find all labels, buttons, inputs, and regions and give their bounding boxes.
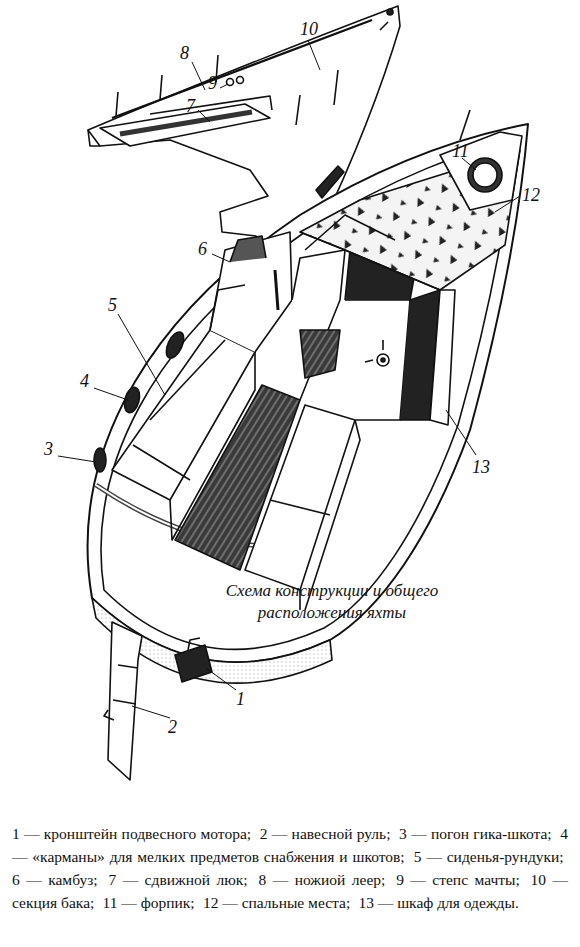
callout-number: 3 [44, 440, 53, 458]
callout-number: 9 [208, 74, 217, 92]
callout-number: 1 [236, 690, 245, 708]
callout-number: 8 [180, 44, 189, 62]
key-item: 2 — навесной руль; [260, 825, 391, 842]
key-item: 7 — сдвижной люк; [108, 871, 247, 888]
callout-number: 7 [186, 97, 195, 115]
callout-number: 11 [452, 142, 469, 160]
callout-number: 2 [168, 718, 177, 736]
key-item: 6 — камбуз; [12, 871, 98, 888]
key-item: 12 — спальные места; [203, 894, 350, 911]
callout-number: 5 [108, 296, 117, 314]
key-item: 11 — форпик; [103, 894, 195, 911]
key-item: 8 — ножиой леер; [258, 871, 385, 888]
key-item: 13 — шкаф для одежды. [358, 894, 518, 911]
key-item: 3 — погон гика-шкота; [399, 825, 552, 842]
key-item: 9 — степс мачты; [396, 871, 520, 888]
callout-number: 10 [300, 20, 318, 38]
key-item: 1 — кронштейн подвесного мотора; [12, 825, 251, 842]
caption-text: Схема конструкции и общего расположения … [222, 580, 442, 624]
legend-key: 1 — кронштейн подвесного мотора; 2 — нав… [12, 822, 568, 914]
callout-number: 13 [472, 458, 490, 476]
callout-number: 6 [198, 240, 207, 258]
callout-number: 12 [522, 186, 540, 204]
callout-number: 4 [80, 372, 89, 390]
key-item: 5 — сиденья-рундуки; [414, 848, 564, 865]
